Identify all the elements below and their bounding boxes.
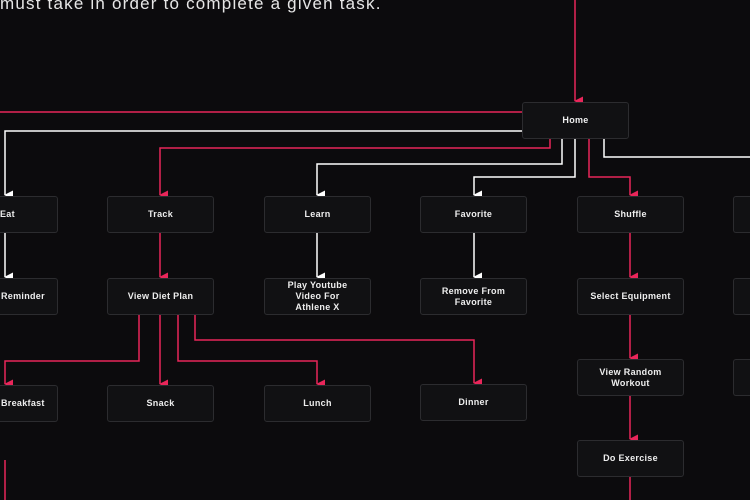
edge-home-right [603,138,750,158]
node-dinner[interactable]: Dinner [420,384,527,421]
edge-diet-lunch [177,315,326,389]
node-favorite[interactable]: Favorite [420,196,527,233]
node-view-random-workout[interactable]: View Random Workout [577,359,684,396]
node-do-exercise[interactable]: Do Exercise [577,440,684,477]
edge-home-favorite [473,138,576,200]
node-offscreen-3[interactable] [733,359,750,396]
node-view-diet-plan[interactable]: View Diet Plan [107,278,214,315]
edge-home-learn [316,138,563,200]
node-offscreen-2[interactable] [733,278,750,315]
edge-home-track [159,138,551,200]
node-breakfast[interactable]: Breakfast [0,385,58,422]
node-learn[interactable]: Learn [264,196,371,233]
node-shuffle[interactable]: Shuffle [577,196,684,233]
node-play-youtube[interactable]: Play Youtube Video For Athlene X [264,278,371,315]
node-home[interactable]: Home [522,102,629,139]
edge-diet-dinner [194,315,483,388]
node-remove-favorite[interactable]: Remove From Favorite [420,278,527,315]
node-snack[interactable]: Snack [107,385,214,422]
edge-diet-breakfast [4,315,140,389]
node-reminder[interactable]: Reminder [0,278,58,315]
edge-home-eat [4,130,522,200]
node-select-equipment[interactable]: Select Equipment [577,278,684,315]
node-lunch[interactable]: Lunch [264,385,371,422]
intro-text: must take in order to complete a given t… [0,0,382,13]
edge-home-shuffle [588,138,639,200]
node-offscreen-1[interactable] [733,196,750,233]
node-eat[interactable]: Eat [0,196,58,233]
node-track[interactable]: Track [107,196,214,233]
